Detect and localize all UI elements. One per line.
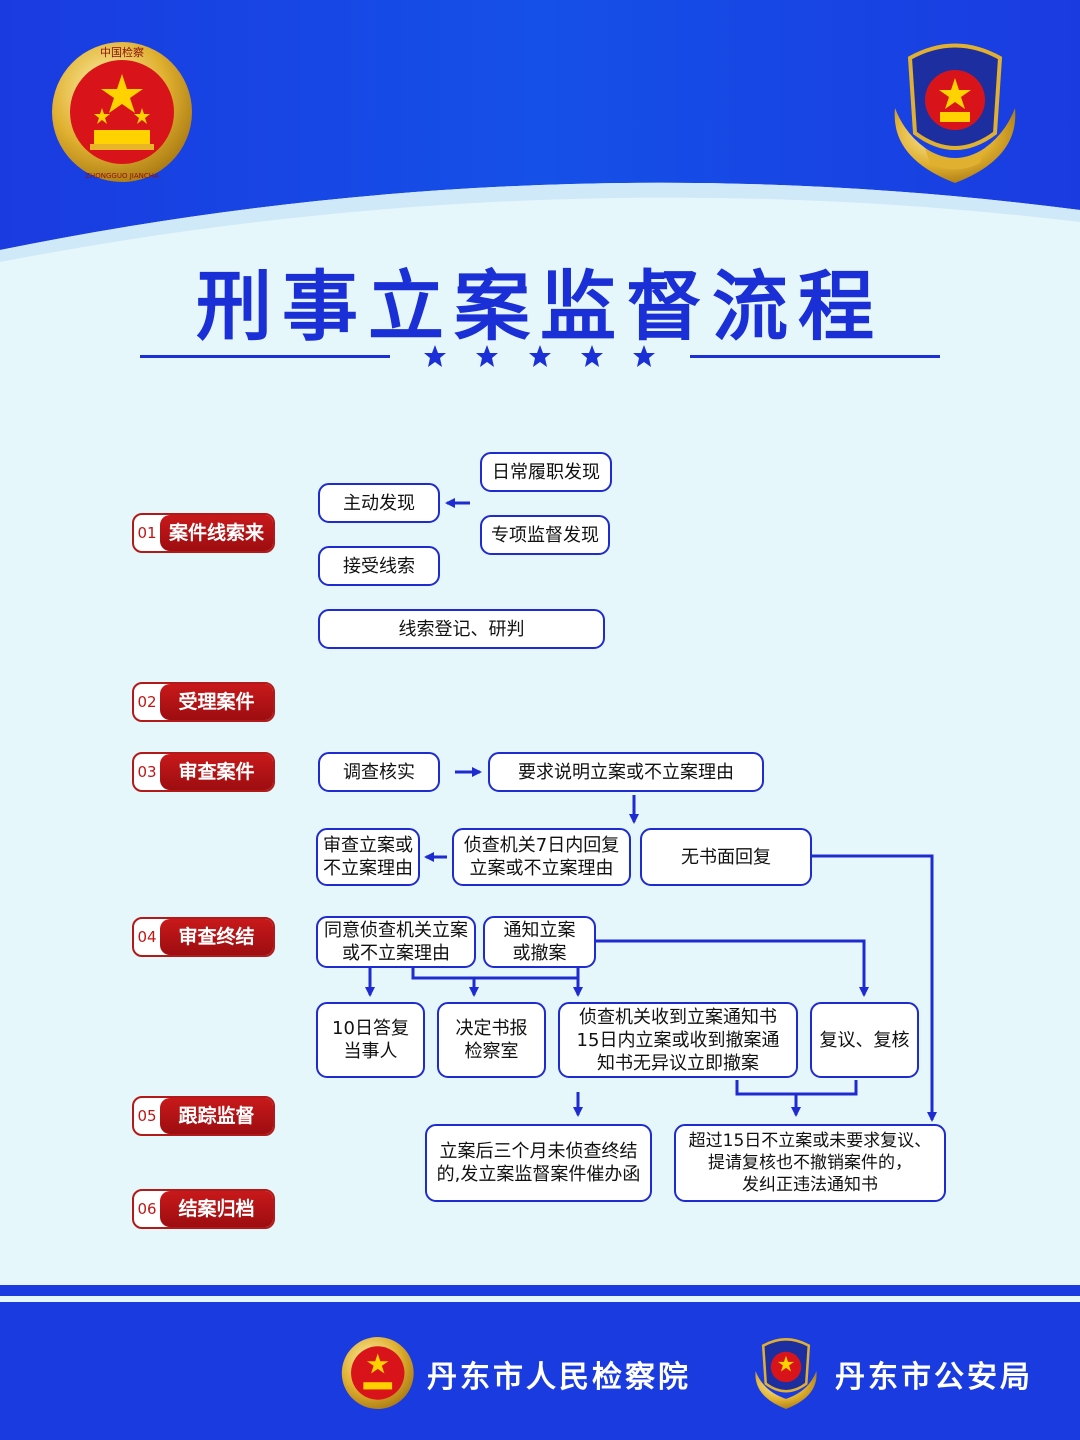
- node-register-clue: 线索登记、研判: [318, 609, 605, 649]
- step-label: 案件线索来源: [160, 515, 273, 551]
- node-reply-10days: 10日答复 当事人: [316, 1002, 425, 1078]
- step-number: 02: [137, 693, 157, 711]
- footer-org-procuratorate: 丹东市人民检察院: [427, 1360, 691, 1395]
- node-decision-report: 决定书报 检察室: [437, 1002, 546, 1078]
- step-02-badge: 02 受理案件: [132, 682, 275, 722]
- step-label: 跟踪监督: [160, 1098, 273, 1134]
- node-active-discovery: 主动发现: [318, 483, 440, 523]
- step-01-badge: 01 案件线索来源: [132, 513, 275, 553]
- footer-background: [0, 1285, 1080, 1440]
- header-background: [0, 0, 1080, 262]
- node-accept-clue: 接受线索: [318, 546, 440, 586]
- step-06-badge: 06 结案归档: [132, 1189, 275, 1229]
- emblem-top-text: 中国检察: [100, 45, 144, 59]
- node-investigate-verify: 调查核实: [318, 752, 440, 792]
- step-05-badge: 05 跟踪监督: [132, 1096, 275, 1136]
- step-label: 审查案件: [160, 754, 273, 790]
- arrow-no-reply-to-correction: [812, 854, 937, 1122]
- step-number: 04: [137, 928, 157, 946]
- node-receive-notice: 侦查机关收到立案通知书 15日内立案或收到撤案通 知书无异议立即撤案: [558, 1002, 798, 1078]
- node-notify-filing: 通知立案 或撤案: [483, 916, 596, 968]
- step-label: 审查终结: [160, 919, 273, 955]
- step-label: 结案归档: [160, 1191, 273, 1227]
- title-divider: [140, 345, 940, 367]
- procuratorate-emblem-small-icon: [341, 1337, 414, 1409]
- step-number: 06: [137, 1200, 157, 1218]
- emblem-bottom-text: ZHONGGUO JIANCHA: [85, 172, 159, 180]
- police-emblem-small-icon: [755, 1338, 817, 1409]
- step-04-badge: 04 审查终结: [132, 917, 275, 957]
- arrow-notify-to-reconsider: [596, 939, 869, 997]
- step-03-badge: 03 审查案件: [132, 752, 275, 792]
- police-emblem-icon: [894, 43, 1016, 183]
- flow-connectors: [365, 498, 937, 1122]
- node-daily-duty: 日常履职发现: [480, 452, 612, 492]
- node-reply-7days: 侦查机关7日内回复 立案或不立案理由: [452, 828, 631, 886]
- node-no-written-reply: 无书面回复: [640, 828, 812, 886]
- step-label: 受理案件: [160, 684, 273, 720]
- step-number: 03: [137, 763, 157, 781]
- node-require-explanation: 要求说明立案或不立案理由: [488, 752, 764, 792]
- node-review-reason: 审查立案或 不立案理由: [316, 828, 420, 886]
- step-number: 05: [137, 1107, 157, 1125]
- node-correction-notice: 超过15日不立案或未要求复议、 提请复核也不撤销案件的， 发纠正违法通知书: [674, 1124, 946, 1202]
- node-agree-reason: 同意侦查机关立案 或不立案理由: [316, 916, 476, 968]
- step-number: 01: [137, 524, 157, 542]
- page-title: 刑事立案监督流程: [196, 262, 884, 351]
- node-special-supervision: 专项监督发现: [480, 515, 610, 555]
- node-reconsider-review: 复议、复核: [810, 1002, 919, 1078]
- star-icons: [424, 345, 655, 367]
- node-urge-letter: 立案后三个月未侦查终结 的,发立案监督案件催办函: [425, 1124, 652, 1202]
- procuratorate-emblem-icon: 中国检察 ZHONGGUO JIANCHA: [52, 42, 192, 182]
- footer-org-police: 丹东市公安局: [835, 1360, 1033, 1395]
